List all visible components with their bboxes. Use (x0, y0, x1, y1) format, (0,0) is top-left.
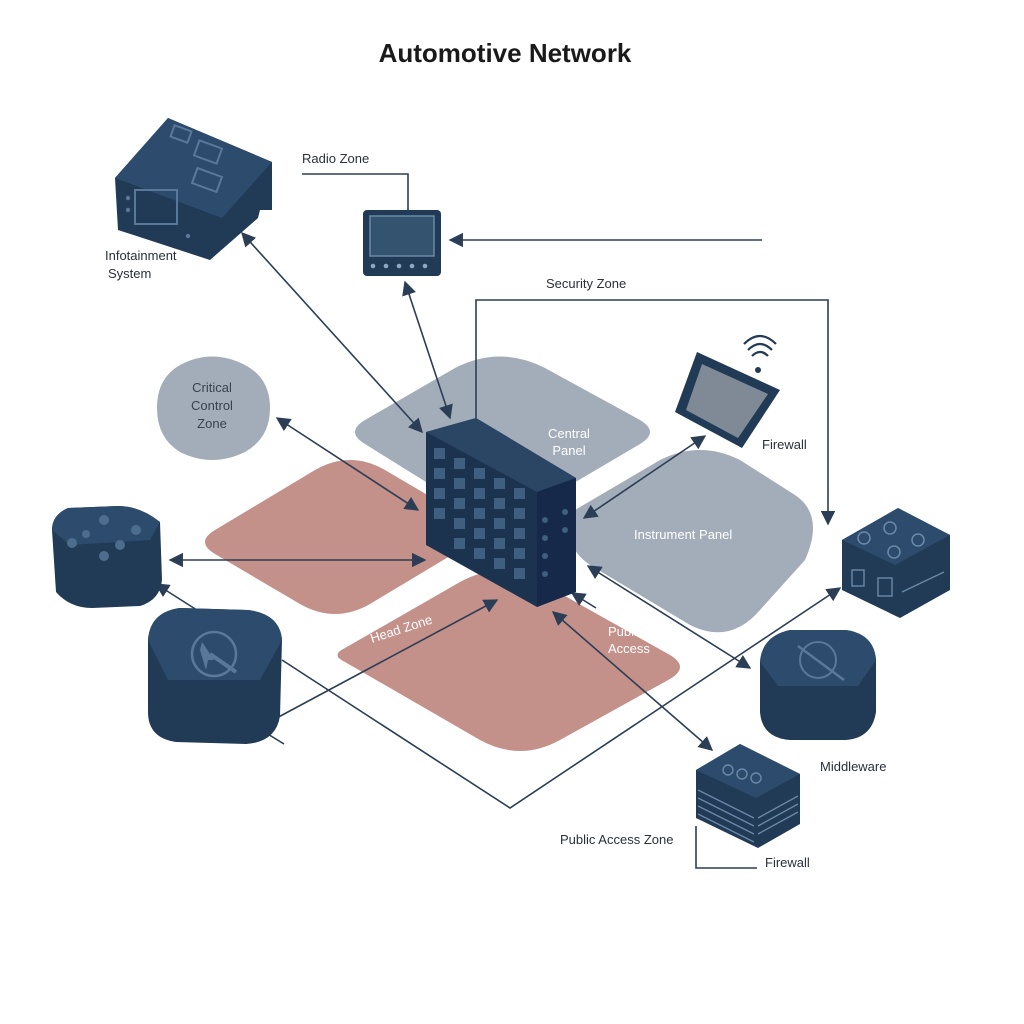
critical-controller-device[interactable] (52, 506, 162, 608)
public-access-label-1: Public (608, 624, 644, 639)
infotainment-label: Infotainment (105, 248, 177, 263)
link-firewall-bracket (695, 826, 757, 869)
public-access-floor (337, 571, 680, 751)
screen-icon (134, 189, 178, 225)
link-display-central (402, 280, 453, 420)
port-grid (434, 448, 525, 579)
public-access-label-2: Access (608, 641, 650, 656)
firewall-bottom-label: Firewall (765, 855, 810, 870)
link-security-zone (475, 299, 836, 526)
connections (154, 173, 842, 869)
radio-zone-label: Radio Zone (302, 151, 369, 166)
central-panel-label-1: Central (548, 426, 590, 441)
middleware-device[interactable] (760, 630, 876, 740)
instrument-panel-label: Instrument Panel (634, 527, 732, 542)
public-access-zone-label: Public Access Zone (560, 832, 673, 847)
security-zone-label: Security Zone (546, 276, 626, 291)
link-infotainment-central (241, 231, 423, 434)
link-central-storage (551, 611, 714, 751)
diagram-title: Automotive Network (379, 38, 632, 68)
link-critical-central (275, 417, 420, 511)
critical-zone-label-2: Control (191, 398, 233, 413)
link-firewall-central (582, 435, 707, 519)
critical-zone-label-1: Critical (192, 380, 232, 395)
firewall-top-label: Firewall (762, 437, 807, 452)
wifi-icon (743, 334, 777, 357)
link-loop-bottom (281, 587, 842, 809)
storage-stack-device[interactable] (696, 744, 800, 848)
navigation-icon (190, 630, 238, 678)
critical-zone-label-3: Zone (197, 416, 227, 431)
link-gateway-central (257, 599, 499, 729)
blocked-icon (799, 641, 837, 679)
firewall-tablet-device[interactable] (675, 334, 780, 448)
link-radio-zone-bracket (302, 173, 409, 210)
instrument-cluster-device[interactable] (842, 508, 950, 618)
central-panel-label-2: Panel (552, 443, 585, 458)
infotainment-device[interactable] (115, 118, 272, 260)
radio-display-device[interactable] (363, 210, 441, 276)
central-switch-device[interactable] (426, 418, 576, 607)
middleware-label: Middleware (820, 759, 886, 774)
link-controller-gateway (154, 583, 201, 613)
infotainment-label-line2: System (108, 266, 151, 281)
gateway-device[interactable] (148, 608, 282, 744)
link-short-public (570, 592, 597, 609)
